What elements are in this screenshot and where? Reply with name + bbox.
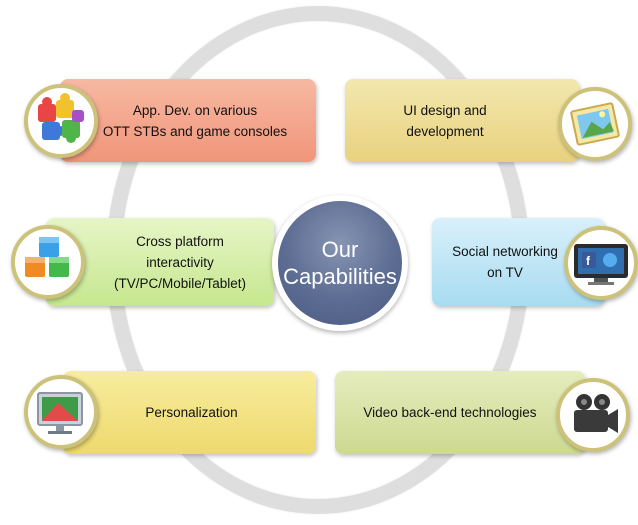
- picture-frame-icon: [558, 87, 632, 161]
- center-circle: Our Capabilities: [272, 195, 408, 331]
- capability-personalization: Personalization: [63, 371, 316, 454]
- center-label: Our Capabilities: [278, 201, 402, 325]
- video-camera-icon: [556, 378, 630, 452]
- capability-personalization-label: Personalization: [145, 405, 238, 420]
- capability-app-dev: App. Dev. on various OTT STBs and game c…: [60, 79, 316, 162]
- monitor-icon: [24, 375, 98, 449]
- cubes-icon: [11, 225, 85, 299]
- puzzle-icon: [24, 84, 98, 158]
- capability-cross-platform-label: Cross platform interactivity (TV/PC/Mobi…: [113, 233, 247, 291]
- capability-video-backend-label: Video back-end technologies: [363, 405, 537, 420]
- capability-ui-design-label: UI design and development: [403, 102, 487, 139]
- capability-cross-platform: Cross platform interactivity (TV/PC/Mobi…: [46, 218, 274, 306]
- capability-ui-design: UI design and development: [345, 79, 579, 162]
- svg-text:f: f: [586, 254, 591, 268]
- tv-social-icon: f: [564, 226, 638, 300]
- capability-app-dev-label: App. Dev. on various OTT STBs and game c…: [102, 102, 288, 139]
- capability-social-networking-label: Social networking on TV: [452, 244, 558, 280]
- capability-video-backend: Video back-end technologies: [335, 371, 585, 454]
